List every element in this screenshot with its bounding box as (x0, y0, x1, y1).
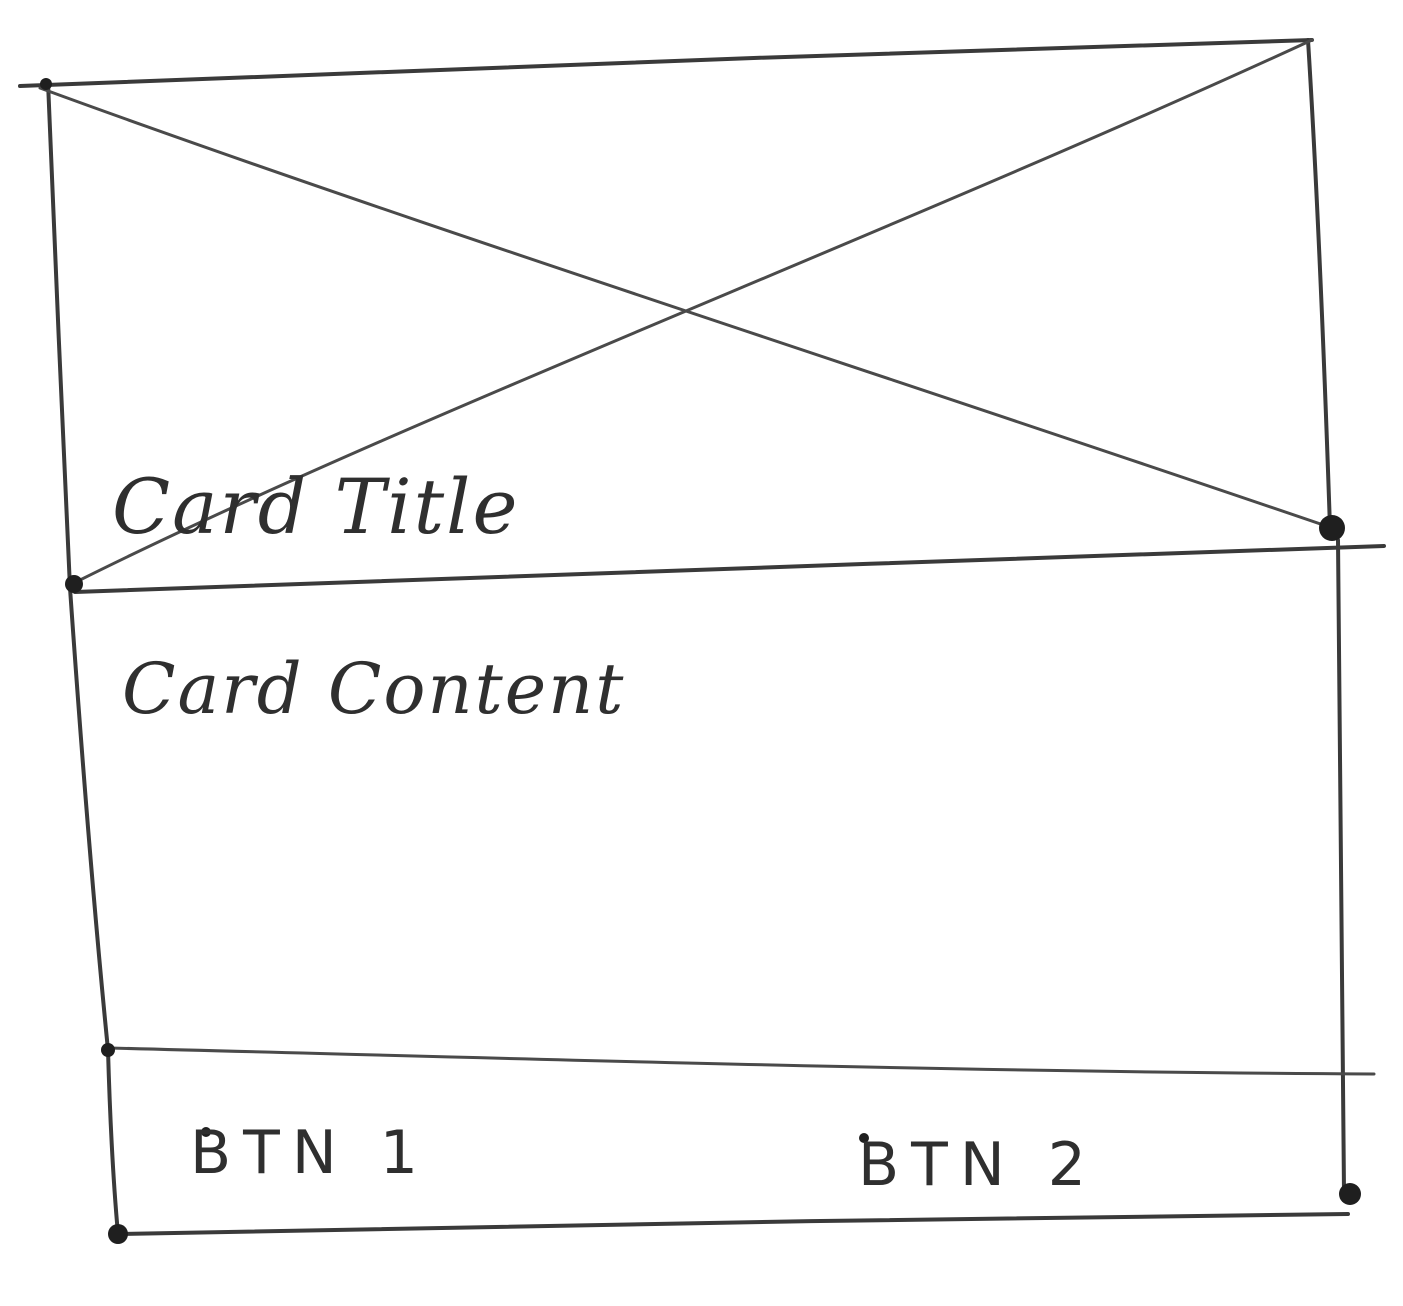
image-top-edge (18, 38, 1314, 88)
card-left-edge (68, 586, 110, 1052)
image-diagonal-up (74, 38, 1314, 584)
card-right-edge (1336, 538, 1346, 1194)
image-left-edge (46, 80, 72, 590)
image-right-edge (1306, 38, 1332, 530)
card-content: Card Content (122, 648, 626, 730)
footer-divider (108, 1046, 1376, 1076)
footer-left-edge (106, 1048, 120, 1236)
corner-dot (40, 78, 52, 90)
footer-bottom-edge (116, 1212, 1350, 1236)
btn-1-button[interactable]: BTN 1 (190, 1118, 430, 1188)
corner-dot (1339, 1183, 1361, 1205)
corner-dot (859, 1133, 869, 1143)
image-diagonal-down (38, 86, 1340, 532)
corner-dot (65, 575, 83, 593)
card-title: Card Title (112, 462, 520, 551)
btn-2-button[interactable]: BTN 2 (858, 1130, 1098, 1200)
title-divider (73, 544, 1386, 594)
corner-dot (1319, 515, 1345, 541)
image-placeholder (18, 38, 1340, 590)
corner-dot (201, 1127, 211, 1137)
corner-dot (108, 1224, 128, 1244)
corner-dot (101, 1043, 115, 1057)
